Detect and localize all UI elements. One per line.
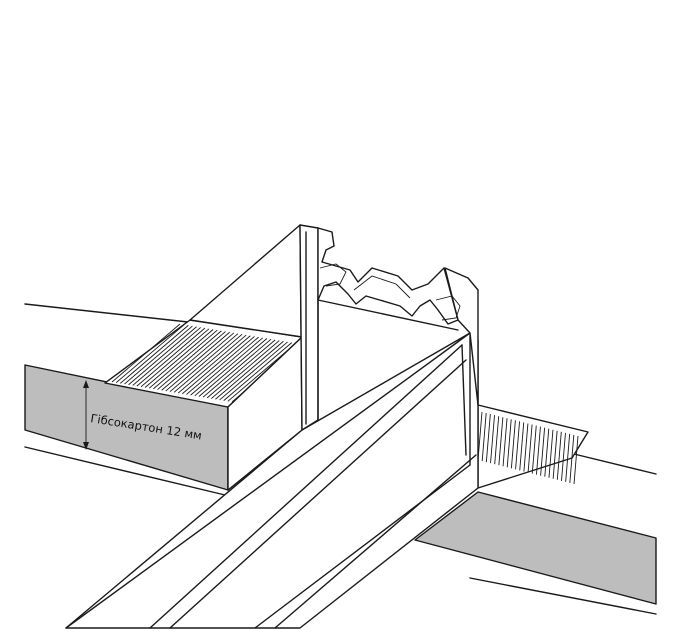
hatch-line	[215, 340, 284, 400]
hatch-line	[502, 418, 508, 467]
hatch-line	[569, 434, 575, 483]
plaster-hatch-right	[477, 411, 579, 485]
hatch-line	[561, 432, 566, 481]
hatch-line	[535, 426, 541, 475]
hatch-line	[177, 334, 247, 394]
channel-rib	[353, 275, 411, 299]
hatch-line	[510, 420, 516, 469]
hatch-line	[527, 424, 533, 473]
hatch-line	[119, 325, 189, 384]
hatch-line	[186, 336, 255, 395]
dimension-arrow-top	[83, 380, 89, 388]
hatch-line	[153, 330, 222, 390]
hatch-line	[515, 421, 521, 470]
hatch-line	[190, 336, 259, 396]
hatch-line	[531, 425, 537, 474]
hatch-line	[556, 431, 562, 480]
hatch-line	[198, 338, 268, 397]
gypsum-board-right-face	[414, 491, 657, 605]
aluminium-profile	[65, 224, 479, 629]
hatch-line	[132, 327, 201, 386]
profile-inner-floor	[317, 299, 459, 331]
hatch-line	[573, 435, 579, 485]
hatch-line	[128, 326, 197, 386]
hatch-line	[223, 342, 293, 401]
profile-edge-5	[254, 464, 471, 629]
clip-right	[435, 295, 461, 321]
hatch-line	[165, 332, 235, 392]
hatch-line	[161, 331, 230, 391]
hatch-line	[552, 430, 558, 479]
hatch-line	[548, 429, 554, 478]
hatch-line	[490, 415, 495, 464]
hatch-line	[565, 433, 571, 482]
hatch-line	[169, 333, 239, 392]
hatch-line	[498, 417, 504, 466]
hatch-line	[115, 324, 185, 384]
hatch-line	[506, 419, 512, 468]
hatch-line	[144, 329, 214, 388]
ceiling-line-right-bottom	[469, 577, 657, 615]
hatch-line	[544, 428, 550, 477]
hatch-line	[481, 413, 487, 462]
ceiling-line-left-top	[24, 303, 189, 323]
clip-left	[319, 263, 347, 287]
hatch-line	[485, 414, 491, 463]
hatch-line	[157, 331, 226, 390]
hatch-line	[194, 337, 264, 397]
ceiling-line-left-bottom	[24, 446, 226, 496]
gypsum-board-right	[414, 404, 657, 605]
hatch-line	[494, 416, 500, 465]
ceiling-line-right-top	[573, 453, 657, 475]
profile-edge-2	[149, 344, 463, 629]
hatch-line	[206, 339, 276, 399]
hatch-line	[140, 328, 210, 388]
hatch-line	[219, 341, 288, 401]
profile-left-wall	[299, 224, 319, 431]
hatch-line	[519, 422, 525, 471]
hatch-line	[148, 329, 218, 389]
hatch-line	[111, 323, 181, 383]
hatch-line	[540, 427, 546, 476]
profile-edge-4	[274, 454, 477, 629]
profile-edge-1	[65, 332, 471, 629]
hatch-line	[173, 334, 243, 393]
profile-top-channel	[317, 227, 459, 325]
profile-edge-3	[169, 359, 467, 629]
hatch-line	[124, 325, 193, 385]
dimension-arrow-bottom	[83, 442, 89, 450]
hatch-line	[211, 340, 280, 399]
hatch-line	[523, 423, 529, 472]
profile-front-face	[461, 344, 467, 456]
hatch-line	[136, 327, 206, 387]
hatch-line	[202, 338, 272, 398]
hatch-line	[182, 335, 251, 395]
